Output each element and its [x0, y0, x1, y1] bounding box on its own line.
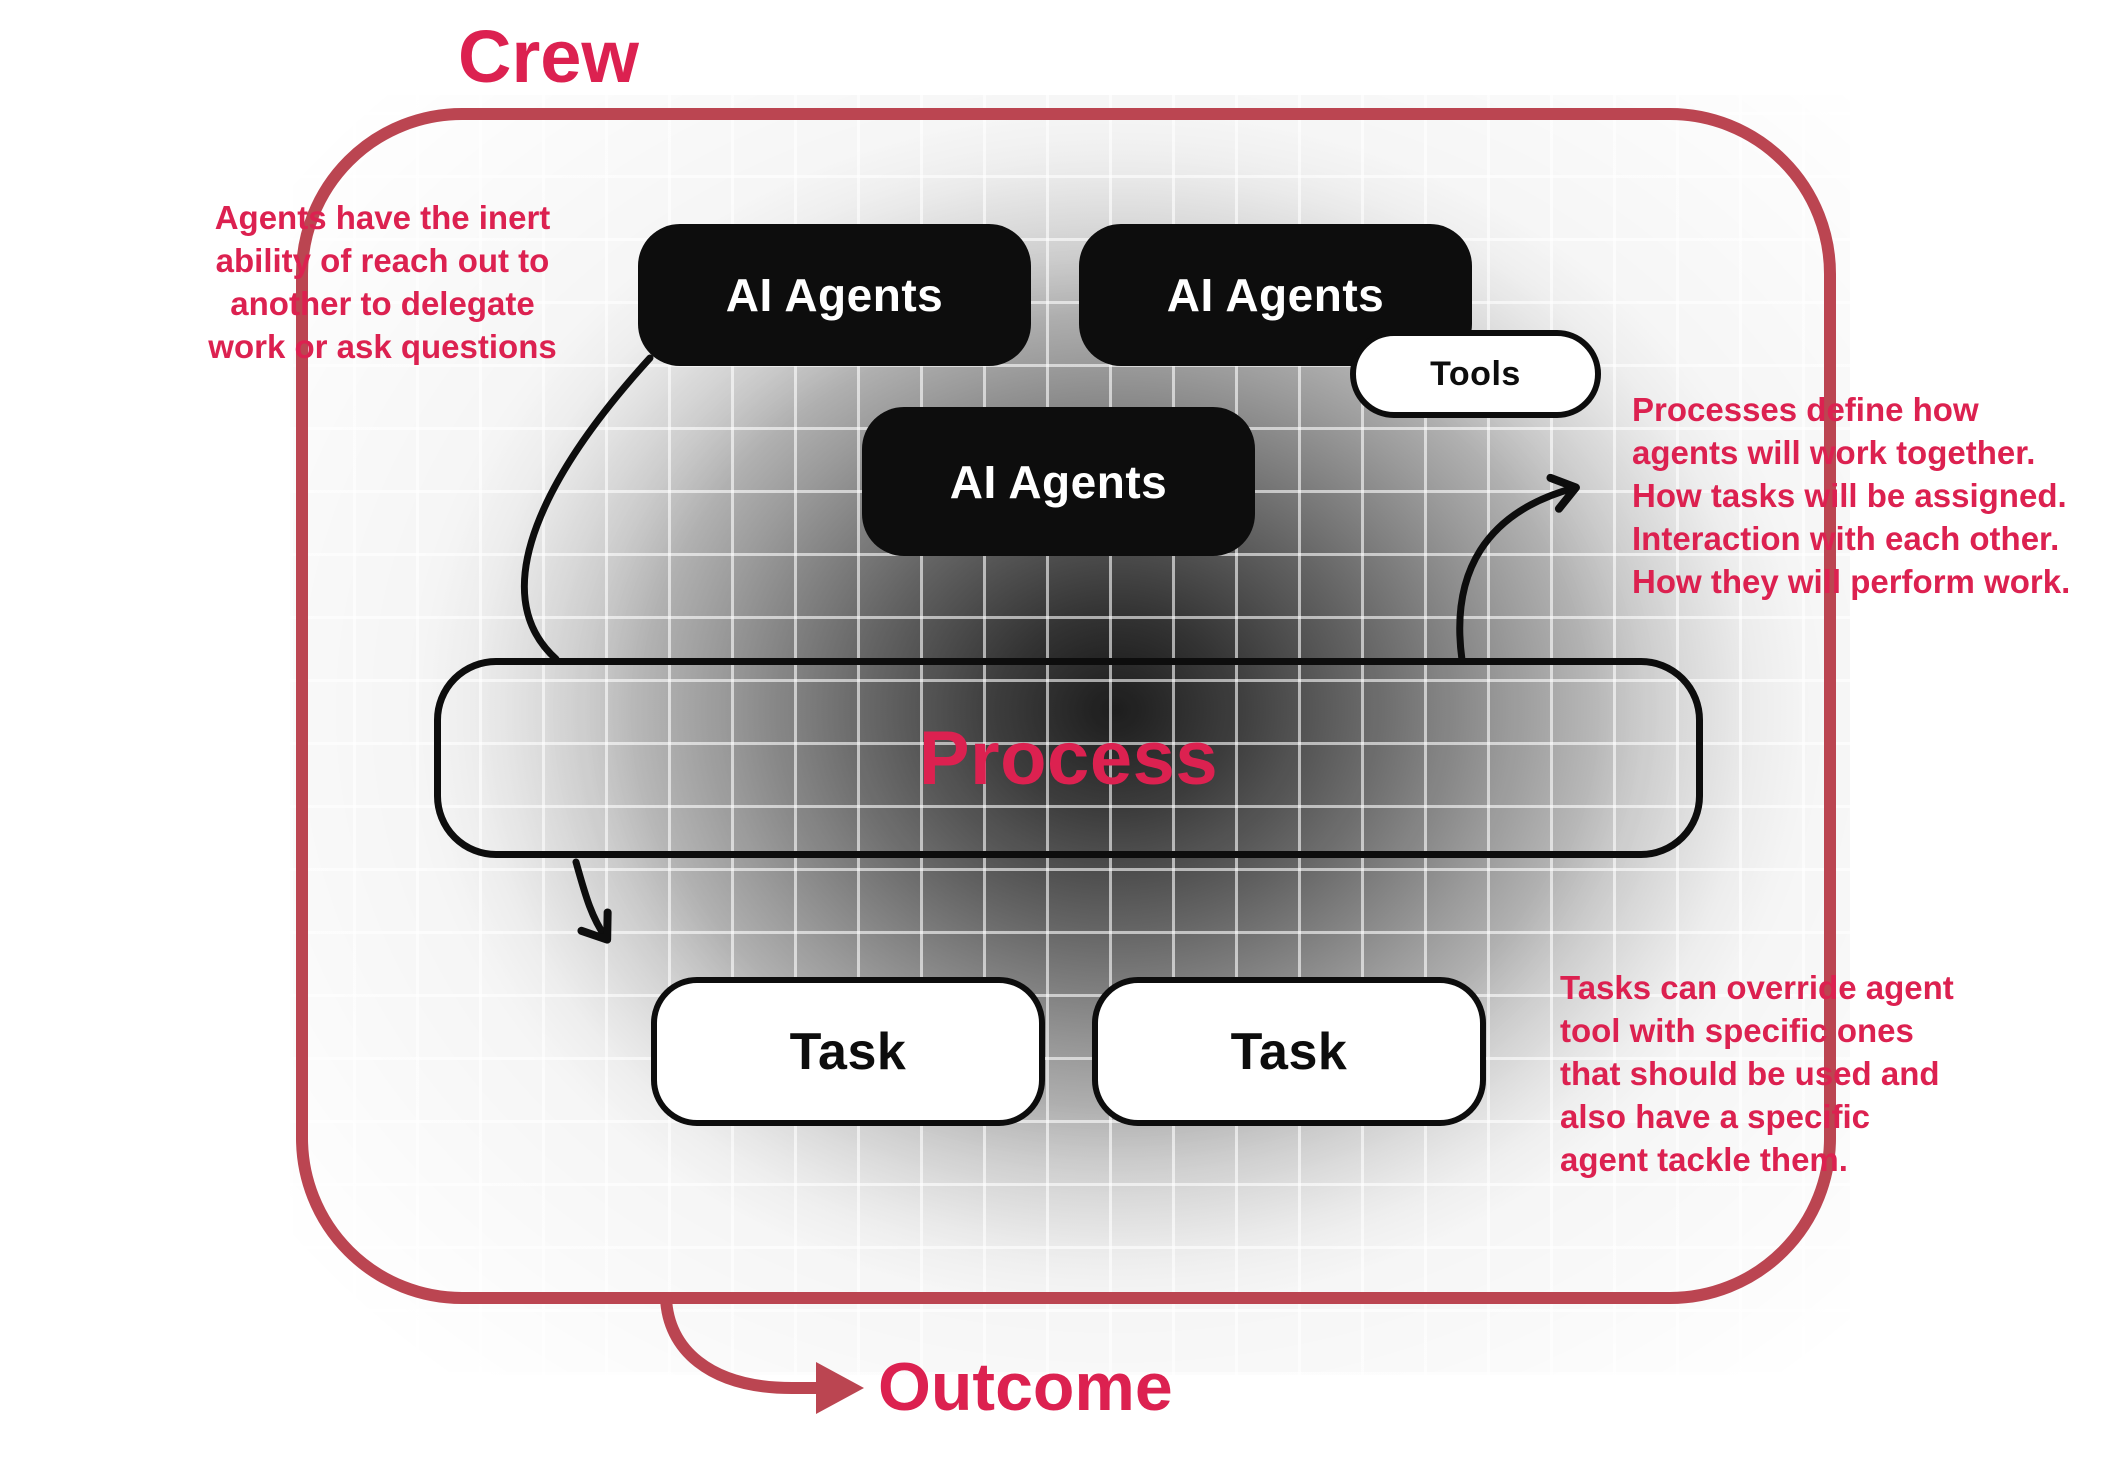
arrow-process-to-note [1456, 473, 1580, 664]
node-ai-agents-3: AI Agents [862, 407, 1255, 556]
annotation-task-override: Tasks can override agent tool with speci… [1560, 969, 1954, 1178]
node-tools-label: Tools [1430, 354, 1521, 393]
node-task-1: Task [651, 977, 1045, 1126]
node-process: Process [434, 658, 1703, 858]
node-task-1-label: Task [789, 1022, 907, 1081]
node-task-2: Task [1092, 977, 1486, 1126]
crew-boundary [296, 108, 1836, 1304]
arrow-process-to-task [572, 858, 612, 944]
annotation-process-definition: Processes define how agents will work to… [1632, 391, 2071, 600]
annotation-agents-delegation: Agents have the inert ability of reach o… [208, 199, 557, 365]
node-process-label: Process [918, 715, 1219, 801]
node-task-2-label: Task [1230, 1022, 1348, 1081]
node-ai-agents-1-label: AI Agents [725, 269, 944, 321]
outcome-label: Outcome [878, 1349, 1173, 1425]
node-tools: Tools [1350, 330, 1601, 418]
crew-label: Crew [458, 15, 639, 98]
outcome-arrow [660, 1292, 826, 1394]
node-ai-agents-1: AI Agents [638, 224, 1031, 366]
node-ai-agents-2-label: AI Agents [1166, 269, 1385, 321]
arrow-agent-to-process [520, 354, 654, 663]
outcome-arrowhead-icon [816, 1362, 864, 1414]
node-ai-agents-3-label: AI Agents [949, 455, 1168, 508]
grid-gradient-background [290, 95, 1850, 1375]
